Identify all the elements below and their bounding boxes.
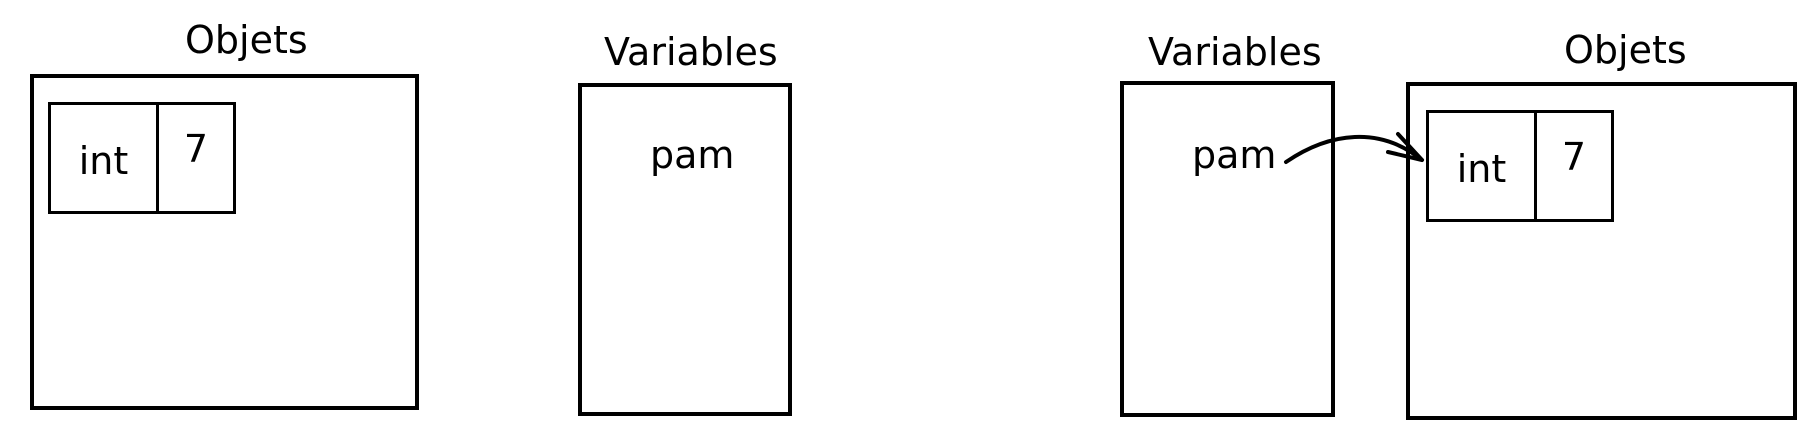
left-variables-panel: pam bbox=[578, 83, 792, 416]
right-int-object: int 7 bbox=[1426, 110, 1614, 222]
left-variables-title: Variables bbox=[604, 30, 778, 74]
right-objects-panel: int 7 bbox=[1406, 82, 1797, 420]
right-variable-pam: pam bbox=[1192, 133, 1277, 177]
left-objects-title: Objets bbox=[185, 18, 308, 62]
right-object-type: int bbox=[1429, 113, 1537, 219]
left-object-value: 7 bbox=[183, 127, 209, 171]
left-object-type: int bbox=[51, 105, 159, 211]
left-int-object: int 7 bbox=[48, 102, 236, 214]
left-variable-pam: pam bbox=[650, 133, 735, 177]
right-objects-title: Objets bbox=[1564, 28, 1687, 72]
left-objects-panel: int 7 bbox=[30, 74, 419, 410]
right-variables-panel: pam bbox=[1120, 81, 1335, 417]
right-object-value: 7 bbox=[1561, 135, 1587, 179]
right-variables-title: Variables bbox=[1148, 30, 1322, 74]
